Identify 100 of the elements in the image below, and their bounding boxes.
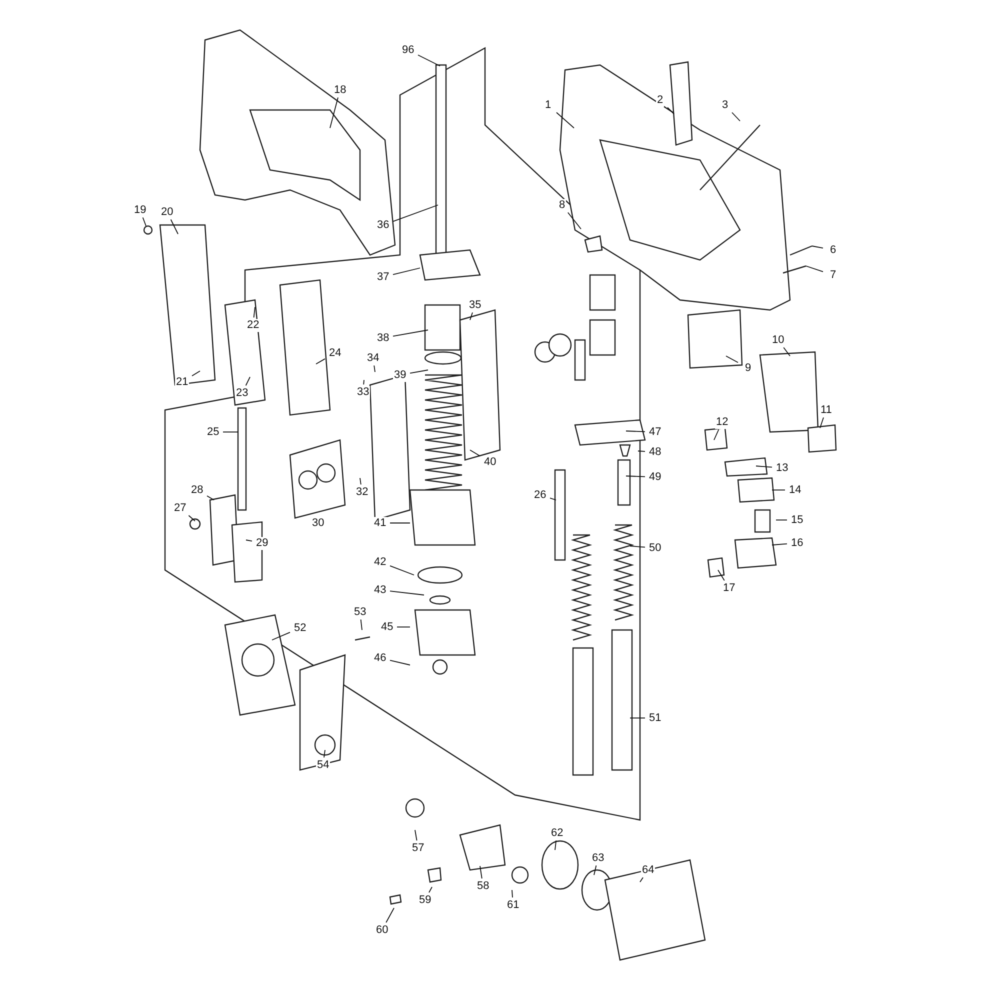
callout-number: 54: [316, 758, 330, 772]
leader-line: [418, 54, 440, 66]
leader-line: [414, 830, 418, 841]
callout-number: 9: [744, 362, 752, 374]
leader-line: [253, 306, 256, 318]
leader-line: [392, 204, 438, 222]
callout-number: 10: [771, 334, 786, 346]
leader-line: [714, 429, 720, 440]
callout-number: 60: [375, 924, 390, 936]
callout-number: 46: [373, 652, 388, 664]
leader-line: [272, 632, 290, 640]
callout-number: 62: [550, 826, 564, 840]
leader-line: [554, 840, 557, 850]
callout-number: 21: [175, 376, 190, 388]
leader-line: [626, 476, 646, 478]
leader-line: [142, 217, 146, 226]
leader-line: [480, 866, 482, 879]
callout-number: 96: [401, 44, 416, 56]
callout-number: 15: [790, 514, 804, 526]
callout-number: 16: [790, 536, 804, 550]
leader-line: [567, 212, 582, 230]
leader-line: [594, 865, 597, 876]
callout-number: 39: [393, 368, 408, 382]
callout-number: 63: [591, 852, 606, 864]
leader-line: [806, 266, 824, 272]
leader-line: [756, 466, 772, 468]
callout-number: 37: [376, 270, 390, 284]
callout-number: 57: [411, 842, 426, 854]
leader-line: [783, 347, 790, 356]
leader-line: [192, 370, 200, 376]
callout-number: 49: [648, 470, 662, 484]
leader-line: [390, 565, 414, 576]
leader-line: [718, 570, 725, 581]
callout-number: 18: [333, 84, 348, 96]
leader-line: [638, 450, 646, 452]
leader-line: [324, 750, 326, 758]
callout-number: 26: [533, 488, 548, 502]
leader-line: [428, 886, 432, 893]
callout-number: 34: [366, 352, 380, 364]
callout-number: 45: [380, 620, 394, 634]
leader-line: [410, 370, 428, 374]
leader-line: [812, 246, 824, 249]
callout-number: 13: [775, 462, 790, 474]
callout-number: 32: [355, 486, 370, 498]
leader-line: [640, 877, 644, 882]
leader-line: [626, 430, 646, 432]
callout-number: 50: [648, 542, 662, 554]
leader-line: [360, 478, 362, 485]
leader-line: [396, 626, 410, 628]
callout-number: 2: [656, 94, 664, 106]
leader-line: [374, 365, 376, 372]
leader-line: [820, 417, 824, 428]
callout-number: 6: [829, 244, 838, 256]
leader-line: [630, 546, 646, 548]
leader-line: [316, 358, 326, 364]
callout-number: 58: [476, 880, 490, 892]
callout-number: 64: [641, 864, 656, 876]
callout-number: 20: [160, 206, 174, 218]
callout-number: 33: [356, 386, 370, 398]
leader-line: [246, 540, 252, 542]
callout-number: 23: [235, 386, 250, 400]
leader-line: [556, 112, 574, 128]
leader-line: [206, 495, 214, 500]
leader-line: [330, 97, 338, 128]
callout-number: 51: [648, 712, 662, 724]
callout-number: 59: [418, 894, 432, 906]
callout-number: 48: [648, 446, 662, 458]
leader-line: [772, 543, 788, 546]
leader-line: [363, 380, 364, 385]
leader-line: [726, 356, 738, 363]
leader-line: [550, 498, 556, 500]
leader-line: [392, 330, 428, 337]
leader-line: [392, 268, 420, 276]
callout-number: 3: [721, 98, 730, 112]
leader-line: [390, 590, 424, 596]
leader-line: [245, 376, 250, 386]
callout-number: 8: [558, 198, 566, 212]
leader-line: [386, 908, 394, 923]
callout-number: 38: [376, 332, 390, 344]
leader-line: [188, 515, 196, 522]
callout-number: 52: [293, 622, 308, 634]
leader-line: [390, 660, 410, 666]
callout-number: 29: [255, 536, 270, 550]
leader-line: [470, 450, 480, 456]
callout-number: 61: [506, 898, 520, 912]
callout-number: 28: [190, 484, 204, 496]
callout-number: 43: [373, 584, 388, 596]
callout-number: 36: [376, 218, 390, 232]
callout-number: 35: [468, 298, 482, 312]
leader-line: [360, 619, 362, 630]
callout-number: 40: [483, 456, 498, 468]
callout-number: 25: [206, 426, 220, 438]
leader-line: [512, 890, 513, 898]
callout-number: 30: [311, 516, 326, 530]
leader-line: [170, 219, 178, 234]
callout-number: 53: [353, 606, 368, 618]
callout-number: 12: [715, 416, 730, 428]
callout-number: 22: [246, 318, 260, 332]
leader-line: [732, 112, 740, 122]
callout-number: 19: [133, 204, 148, 216]
